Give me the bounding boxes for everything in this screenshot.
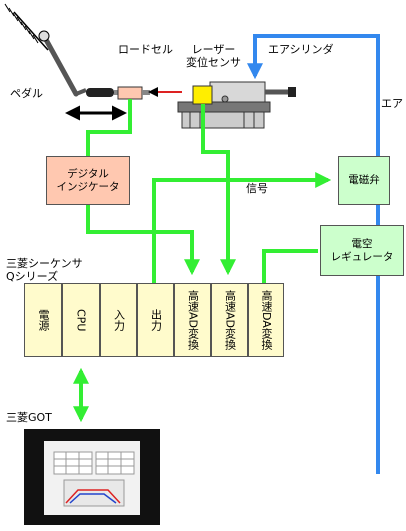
signal-lines	[73, 99, 332, 423]
regulator-box: 電空 レギュレータ	[320, 225, 404, 276]
signal-label: 信号	[246, 182, 268, 195]
digital-indicator-label: デジタル インジケータ	[56, 167, 120, 193]
load-cell-label: ロードセル	[118, 43, 173, 56]
load-cell-rod	[86, 86, 182, 100]
air-cylinder-label: エアシリンダ	[268, 43, 334, 56]
plc-module-power: 電源	[24, 283, 62, 357]
plc-module-input: 入力	[100, 283, 137, 357]
pedal-icon	[4, 3, 87, 97]
got-label: 三菱GOT	[6, 411, 52, 424]
plc-module-output: 出力	[137, 283, 174, 357]
sequencer-label: 三菱シーケンサ Qシリーズ	[6, 257, 83, 283]
pedal-label: ペダル	[10, 87, 43, 100]
laser-sensor-label: レーザー 変位センサ	[186, 43, 241, 69]
plc-module-ad-1: 高速AD変換	[174, 283, 211, 357]
plc-module-cpu: CPU	[62, 283, 100, 357]
digital-indicator-box: デジタル インジケータ	[46, 156, 130, 205]
plc-rack: 電源 CPU 入力 出力 高速AD変換 高速AD変換 高速DA変換	[24, 283, 284, 357]
solenoid-valve-box: 電磁弁	[338, 156, 390, 205]
solenoid-valve-label: 電磁弁	[348, 174, 380, 186]
plc-module-ad-2: 高速AD変換	[211, 283, 248, 357]
laser-sensor-icon	[192, 85, 213, 105]
got-display	[24, 429, 160, 525]
air-label: エア	[381, 97, 403, 110]
regulator-label: 電空 レギュレータ	[330, 237, 394, 263]
plc-module-da: 高速DA変換	[248, 283, 284, 357]
